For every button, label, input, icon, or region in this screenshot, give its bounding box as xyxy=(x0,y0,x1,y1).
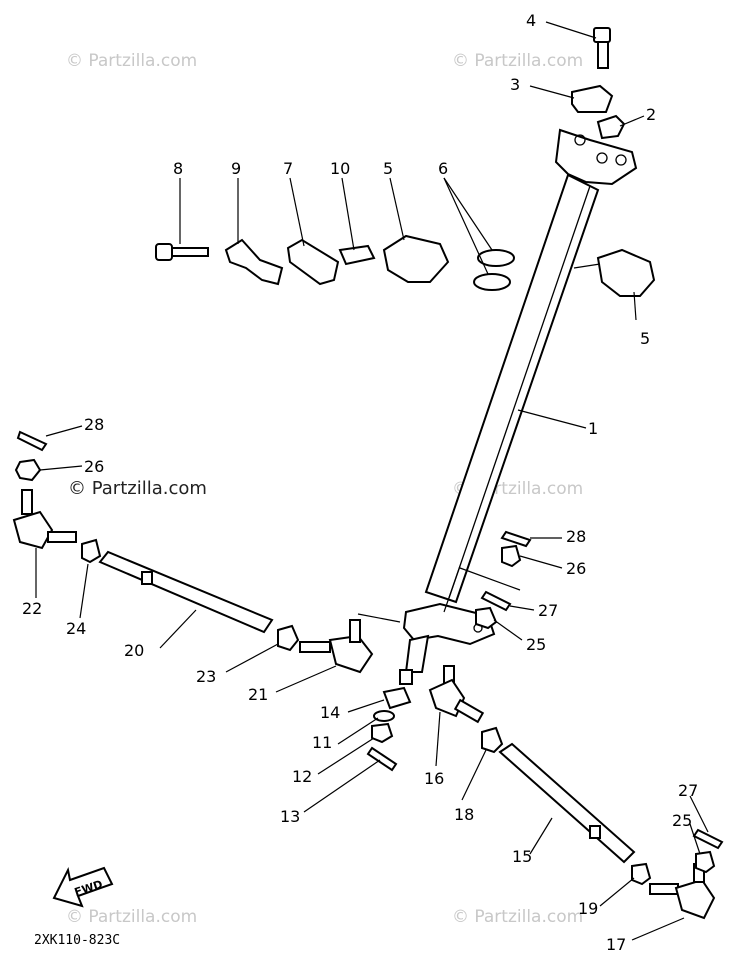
part-5-holder-right xyxy=(596,248,656,297)
leader-lines xyxy=(35,21,709,941)
part-22-rod-end-left xyxy=(12,489,77,550)
part-20-tie-rod-left xyxy=(98,550,274,634)
callout-6: 6 xyxy=(438,159,448,178)
part-25-nut-center xyxy=(475,606,498,630)
fwd-arrow-icon: FWD xyxy=(52,866,114,908)
part-15-tie-rod-right xyxy=(498,742,636,864)
callout-16: 16 xyxy=(424,769,444,788)
part-28-cotter-pin-left xyxy=(16,430,48,452)
callout-18: 18 xyxy=(454,805,474,824)
watermark-2: © Partzilla.com xyxy=(452,51,583,71)
part-7-plate xyxy=(286,238,340,286)
callout-25-center: 25 xyxy=(526,635,546,654)
callouts: 4 3 2 8 9 7 10 5 6 5 1 28 26 28 26 27 25… xyxy=(22,11,698,954)
callout-27-center: 27 xyxy=(538,601,558,620)
callout-24: 24 xyxy=(66,619,86,638)
part-23-nut-left xyxy=(277,624,300,652)
watermark-4: © Partzilla.com xyxy=(452,907,583,927)
part-19-nut xyxy=(631,862,652,886)
callout-17: 17 xyxy=(606,935,626,954)
callout-20: 20 xyxy=(124,641,144,660)
part-27-cotter-pin-right xyxy=(692,828,724,850)
callout-27-right: 27 xyxy=(678,781,698,800)
callout-25-right: 25 xyxy=(672,811,692,830)
part-12-nut xyxy=(371,722,394,744)
callout-19: 19 xyxy=(578,899,598,918)
part-21-rod-end xyxy=(299,619,374,674)
watermark-5: © Partzilla.com xyxy=(66,907,197,927)
part-18-nut xyxy=(481,726,504,754)
part-3-holder xyxy=(571,84,614,113)
callout-5-right: 5 xyxy=(640,329,650,348)
part-27-cotter-pin-center xyxy=(480,590,512,612)
callout-11: 11 xyxy=(312,733,332,752)
part-26-nut-left xyxy=(14,458,42,482)
part-6-washers xyxy=(473,249,515,291)
callout-10: 10 xyxy=(330,159,350,178)
part-9-plate xyxy=(224,238,284,286)
callout-22: 22 xyxy=(22,599,42,618)
callout-8: 8 xyxy=(173,159,183,178)
part-13-cotter-pin xyxy=(366,746,398,772)
callout-26-center: 26 xyxy=(566,559,586,578)
callout-15: 15 xyxy=(512,847,532,866)
watermark-1: © Partzilla.com xyxy=(66,51,197,71)
part-10-collar xyxy=(338,244,376,266)
callout-21: 21 xyxy=(248,685,268,704)
part-24-nut-left xyxy=(81,538,102,564)
assembly-lines xyxy=(357,565,521,623)
part-4-bolt xyxy=(593,27,611,69)
part-16-rod-end xyxy=(428,665,485,724)
diagram-code: 2XK110-823C xyxy=(34,933,120,948)
steering-shaft xyxy=(399,128,638,685)
callout-3: 3 xyxy=(510,75,520,94)
callout-9: 9 xyxy=(231,159,241,178)
callout-28-center: 28 xyxy=(566,527,586,546)
callout-7: 7 xyxy=(283,159,293,178)
part-2-collar xyxy=(596,114,626,140)
callout-12: 12 xyxy=(292,767,312,786)
part-5-holder-left xyxy=(382,234,450,283)
watermark-dark: © Partzilla.com xyxy=(68,478,207,499)
callout-4: 4 xyxy=(526,11,536,30)
callout-23: 23 xyxy=(196,667,216,686)
callout-13: 13 xyxy=(280,807,300,826)
part-17-rod-end xyxy=(649,863,716,920)
callout-1: 1 xyxy=(588,419,598,438)
callout-26-left: 26 xyxy=(84,457,104,476)
part-26-nut-center xyxy=(501,544,522,568)
callout-2: 2 xyxy=(646,105,656,124)
callout-28-left: 28 xyxy=(84,415,104,434)
part-25-nut-right xyxy=(695,850,716,874)
part-28-cotter-pin-center xyxy=(500,530,532,548)
part-11-washer xyxy=(373,710,395,722)
callout-5-top: 5 xyxy=(383,159,393,178)
part-14-collar xyxy=(382,686,412,710)
callout-14: 14 xyxy=(320,703,340,722)
part-8-bolt xyxy=(155,243,209,261)
